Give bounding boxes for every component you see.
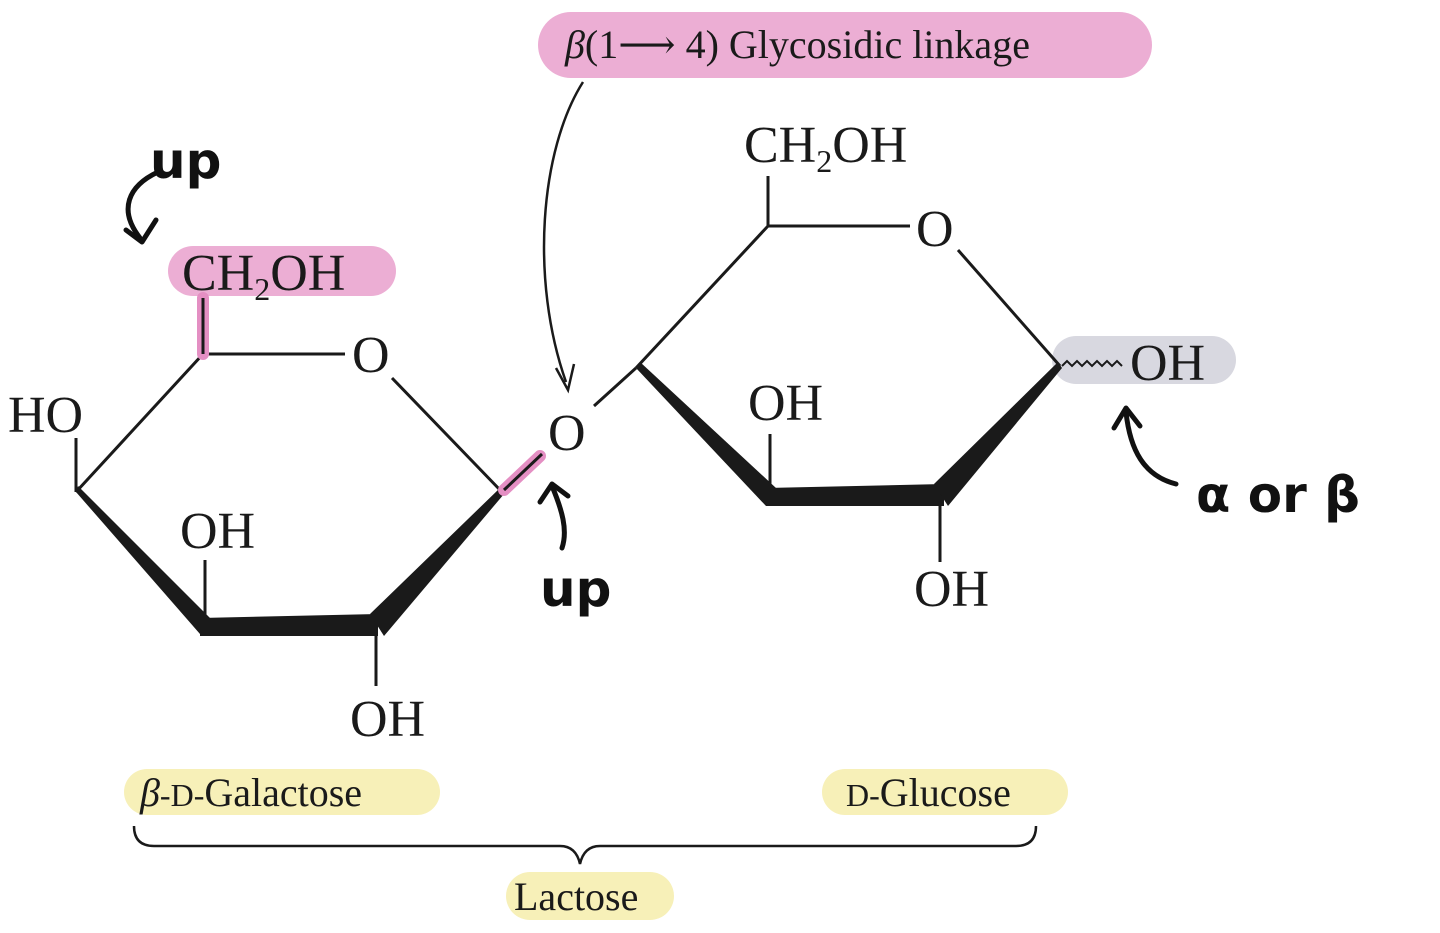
- lactose-name: Lactose: [514, 874, 638, 919]
- linkage-greek: β: [564, 22, 585, 67]
- handwritten-up-top: up: [150, 132, 221, 190]
- linkage-pointer-arrowhead: [554, 363, 576, 394]
- handwritten-arrow-top: [125, 169, 161, 241]
- lactose-bracket: [132, 825, 1038, 865]
- handwritten-arrow-bottom: [549, 483, 567, 551]
- galactose-ch2oh-highlight: [168, 246, 396, 296]
- glucose-anomeric-oh: OH: [1130, 335, 1205, 392]
- galactose-ring: [74, 292, 546, 686]
- galactose-label-highlight: [124, 769, 440, 815]
- glucose-ch2oh: CH2OH: [744, 117, 907, 179]
- linkage-text: (1⟶ 4) Glycosidic linkage: [585, 22, 1030, 67]
- galactose-name: β-D-Galactose: [139, 770, 362, 815]
- handwritten-arrowhead-anomeric: [1111, 405, 1143, 431]
- bridge-oxygen: O: [548, 405, 586, 462]
- handwritten-alpha-or-beta: α or β: [1196, 466, 1360, 524]
- galactose-c4-ho: HO: [8, 387, 83, 444]
- handwritten-arrow-anomeric: [1123, 409, 1179, 487]
- glucose-ring: [634, 176, 1123, 562]
- glucose-ring-oxygen: O: [916, 201, 954, 258]
- galactose-ch2oh: CH2OH: [182, 245, 345, 307]
- lactose-label-highlight: [506, 872, 674, 920]
- linkage-highlight: [538, 12, 1152, 78]
- anomeric-oh-highlight: [1052, 336, 1236, 384]
- handwritten-arrowhead-bottom: [537, 481, 571, 505]
- handwritten-arrowhead-top: [123, 217, 159, 245]
- galactose-ring-oxygen: O: [352, 327, 390, 384]
- linkage-label: β(1⟶ 4) Glycosidic linkage: [564, 22, 1030, 67]
- glucose-name: D-Glucose: [846, 770, 1011, 815]
- galactose-c2-oh: OH: [350, 691, 425, 748]
- galactose-c3-oh: OH: [180, 503, 255, 560]
- linkage-pointer-arrow: [542, 81, 585, 383]
- glucose-c3-oh: OH: [748, 375, 823, 432]
- glucose-c2-oh: OH: [914, 561, 989, 618]
- bridge-bond-to-glucose: [592, 366, 638, 408]
- handwritten-up-bottom: up: [540, 560, 611, 618]
- glucose-label-highlight: [822, 769, 1068, 815]
